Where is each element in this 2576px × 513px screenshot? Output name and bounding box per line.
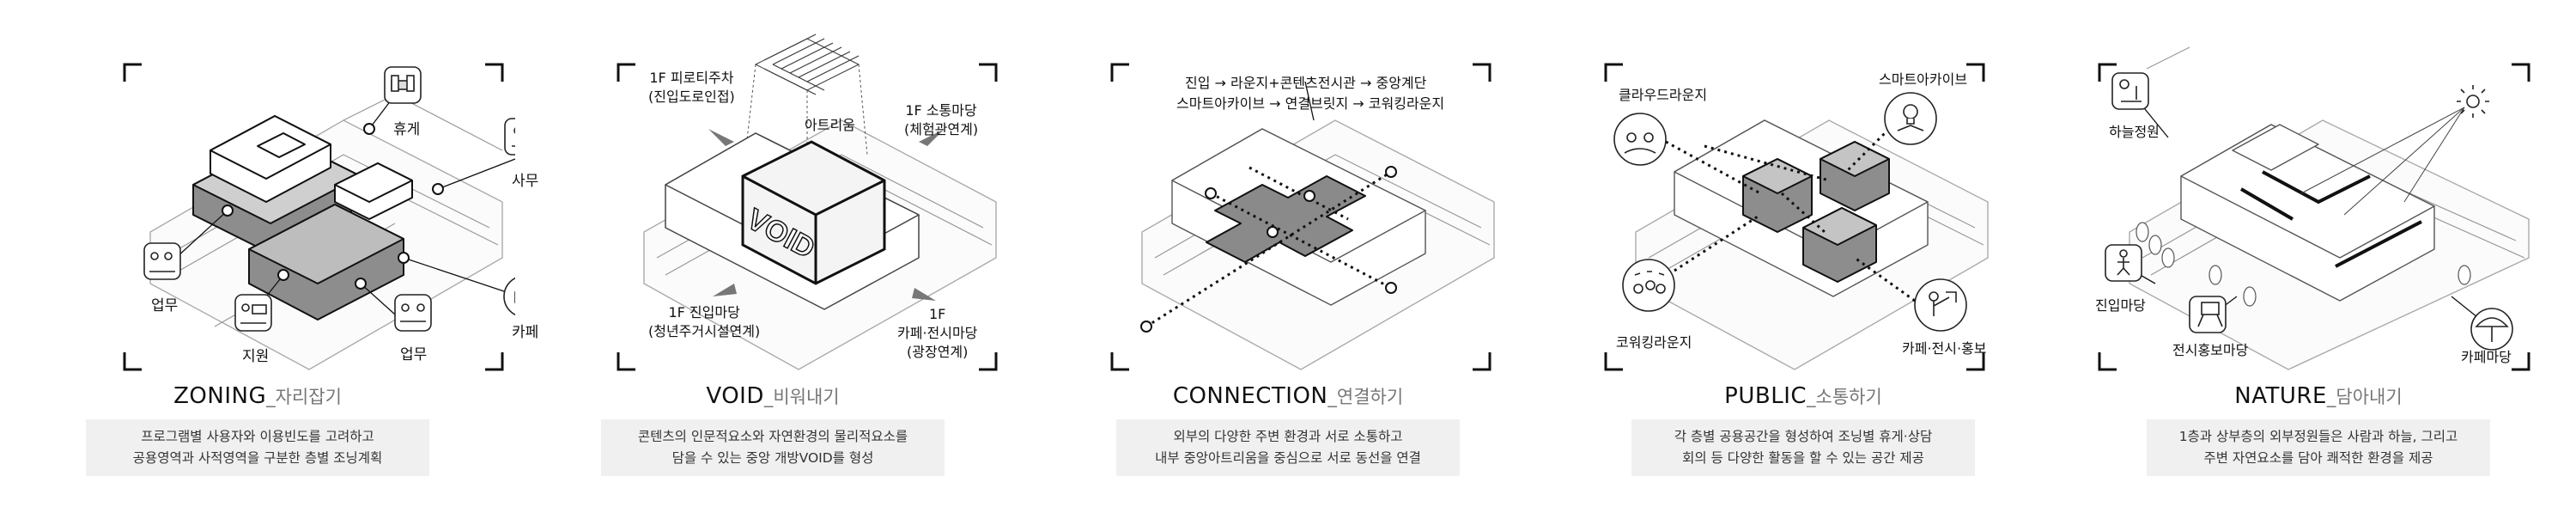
label-exhibit-yard: 전시홍보마당 — [2172, 342, 2249, 358]
nature-title: NATURE_담아내기 — [2234, 383, 2403, 409]
void-title: VOID_비워내기 — [706, 383, 840, 409]
walking-person-icon — [2105, 244, 2142, 282]
people-table-icon — [394, 294, 432, 332]
label-route-2: 스마트아카이브 → 연결브릿지 → 코워킹라운지 — [1176, 95, 1445, 112]
zoning-title: ZONING_자리잡기 — [173, 383, 342, 409]
label-cloud-lounge: 클라우드라운지 — [1619, 87, 1708, 103]
label-pilotis: 1F 피로티주차(진입도로인접) — [648, 70, 735, 105]
sofa-icon — [384, 66, 422, 104]
label-cafe-exhibit: 카페·전시·홍보 — [1902, 340, 1987, 357]
office-desk-icon — [504, 118, 515, 156]
label-rest: 휴게 — [393, 121, 421, 138]
void-panel: VOID 1F 피로티주차(진입도로인접) 아트리움 1F 소통마당(체험관연계… — [515, 0, 1030, 513]
sun-icon — [2457, 85, 2489, 118]
public-diagram — [1604, 63, 1989, 371]
public-title: PUBLIC_소통하기 — [1724, 383, 1882, 409]
label-comm-yard: 1F 소통마당(체험관연계) — [904, 102, 979, 137]
lightbulb-book-icon — [1884, 92, 1937, 145]
support-desk-icon — [234, 294, 272, 332]
people-talking-icon — [1613, 113, 1667, 166]
nature-diagram — [2098, 46, 2530, 371]
label-entry-yard: 1F 진입마당(청년주거시설연계) — [648, 304, 761, 339]
label-cafe: 카페 — [512, 324, 539, 341]
label-work-left: 업무 — [151, 297, 179, 315]
zoning-diagram — [123, 63, 515, 371]
parasol-icon — [2470, 308, 2513, 351]
exhibit-board-icon — [2189, 296, 2227, 333]
label-entry-yard: 진입마당 — [2095, 297, 2146, 314]
meeting-people-icon — [143, 242, 181, 280]
label-support: 지원 — [242, 348, 270, 365]
connection-diagram — [1110, 63, 1495, 371]
coffee-cup-icon — [503, 277, 515, 316]
nature-panel: 하늘정원 진입마당 전시홍보마당 카페마당 NATURE_담아내기 1층과 상부… — [2061, 0, 2576, 513]
label-smart-archive: 스마트아카이브 — [1879, 71, 1968, 88]
label-coworking: 코워킹라운지 — [1616, 334, 1692, 351]
zoning-panel: 휴게 사무 업무 지원 업무 카페 ZONING_자리잡기 프로그램별 사용자와… — [0, 0, 538, 513]
void-diagram: VOID — [617, 34, 998, 371]
label-sky-garden: 하늘정원 — [2109, 124, 2160, 140]
label-cafe-yard: 카페마당 — [2461, 349, 2512, 365]
sky-garden-icon — [2111, 72, 2149, 110]
label-office: 사무 — [512, 173, 539, 190]
connection-panel: 진입 → 라운지+콘텐츠전시관 → 중앙계단 스마트아카이브 → 연결브릿지 →… — [1030, 0, 1546, 513]
star-people-icon — [1622, 259, 1675, 312]
person-presenting-icon — [1914, 278, 1967, 332]
label-atrium: 아트리움 — [805, 117, 855, 133]
label-route-1: 진입 → 라운지+콘텐츠전시관 → 중앙계단 — [1185, 75, 1427, 91]
public-panel: 클라우드라운지 스마트아카이브 코워킹라운지 카페·전시·홍보 PUBLIC_소… — [1546, 0, 2061, 513]
label-work-bottom: 업무 — [400, 346, 428, 363]
connection-title: CONNECTION_연결하기 — [1172, 383, 1404, 409]
